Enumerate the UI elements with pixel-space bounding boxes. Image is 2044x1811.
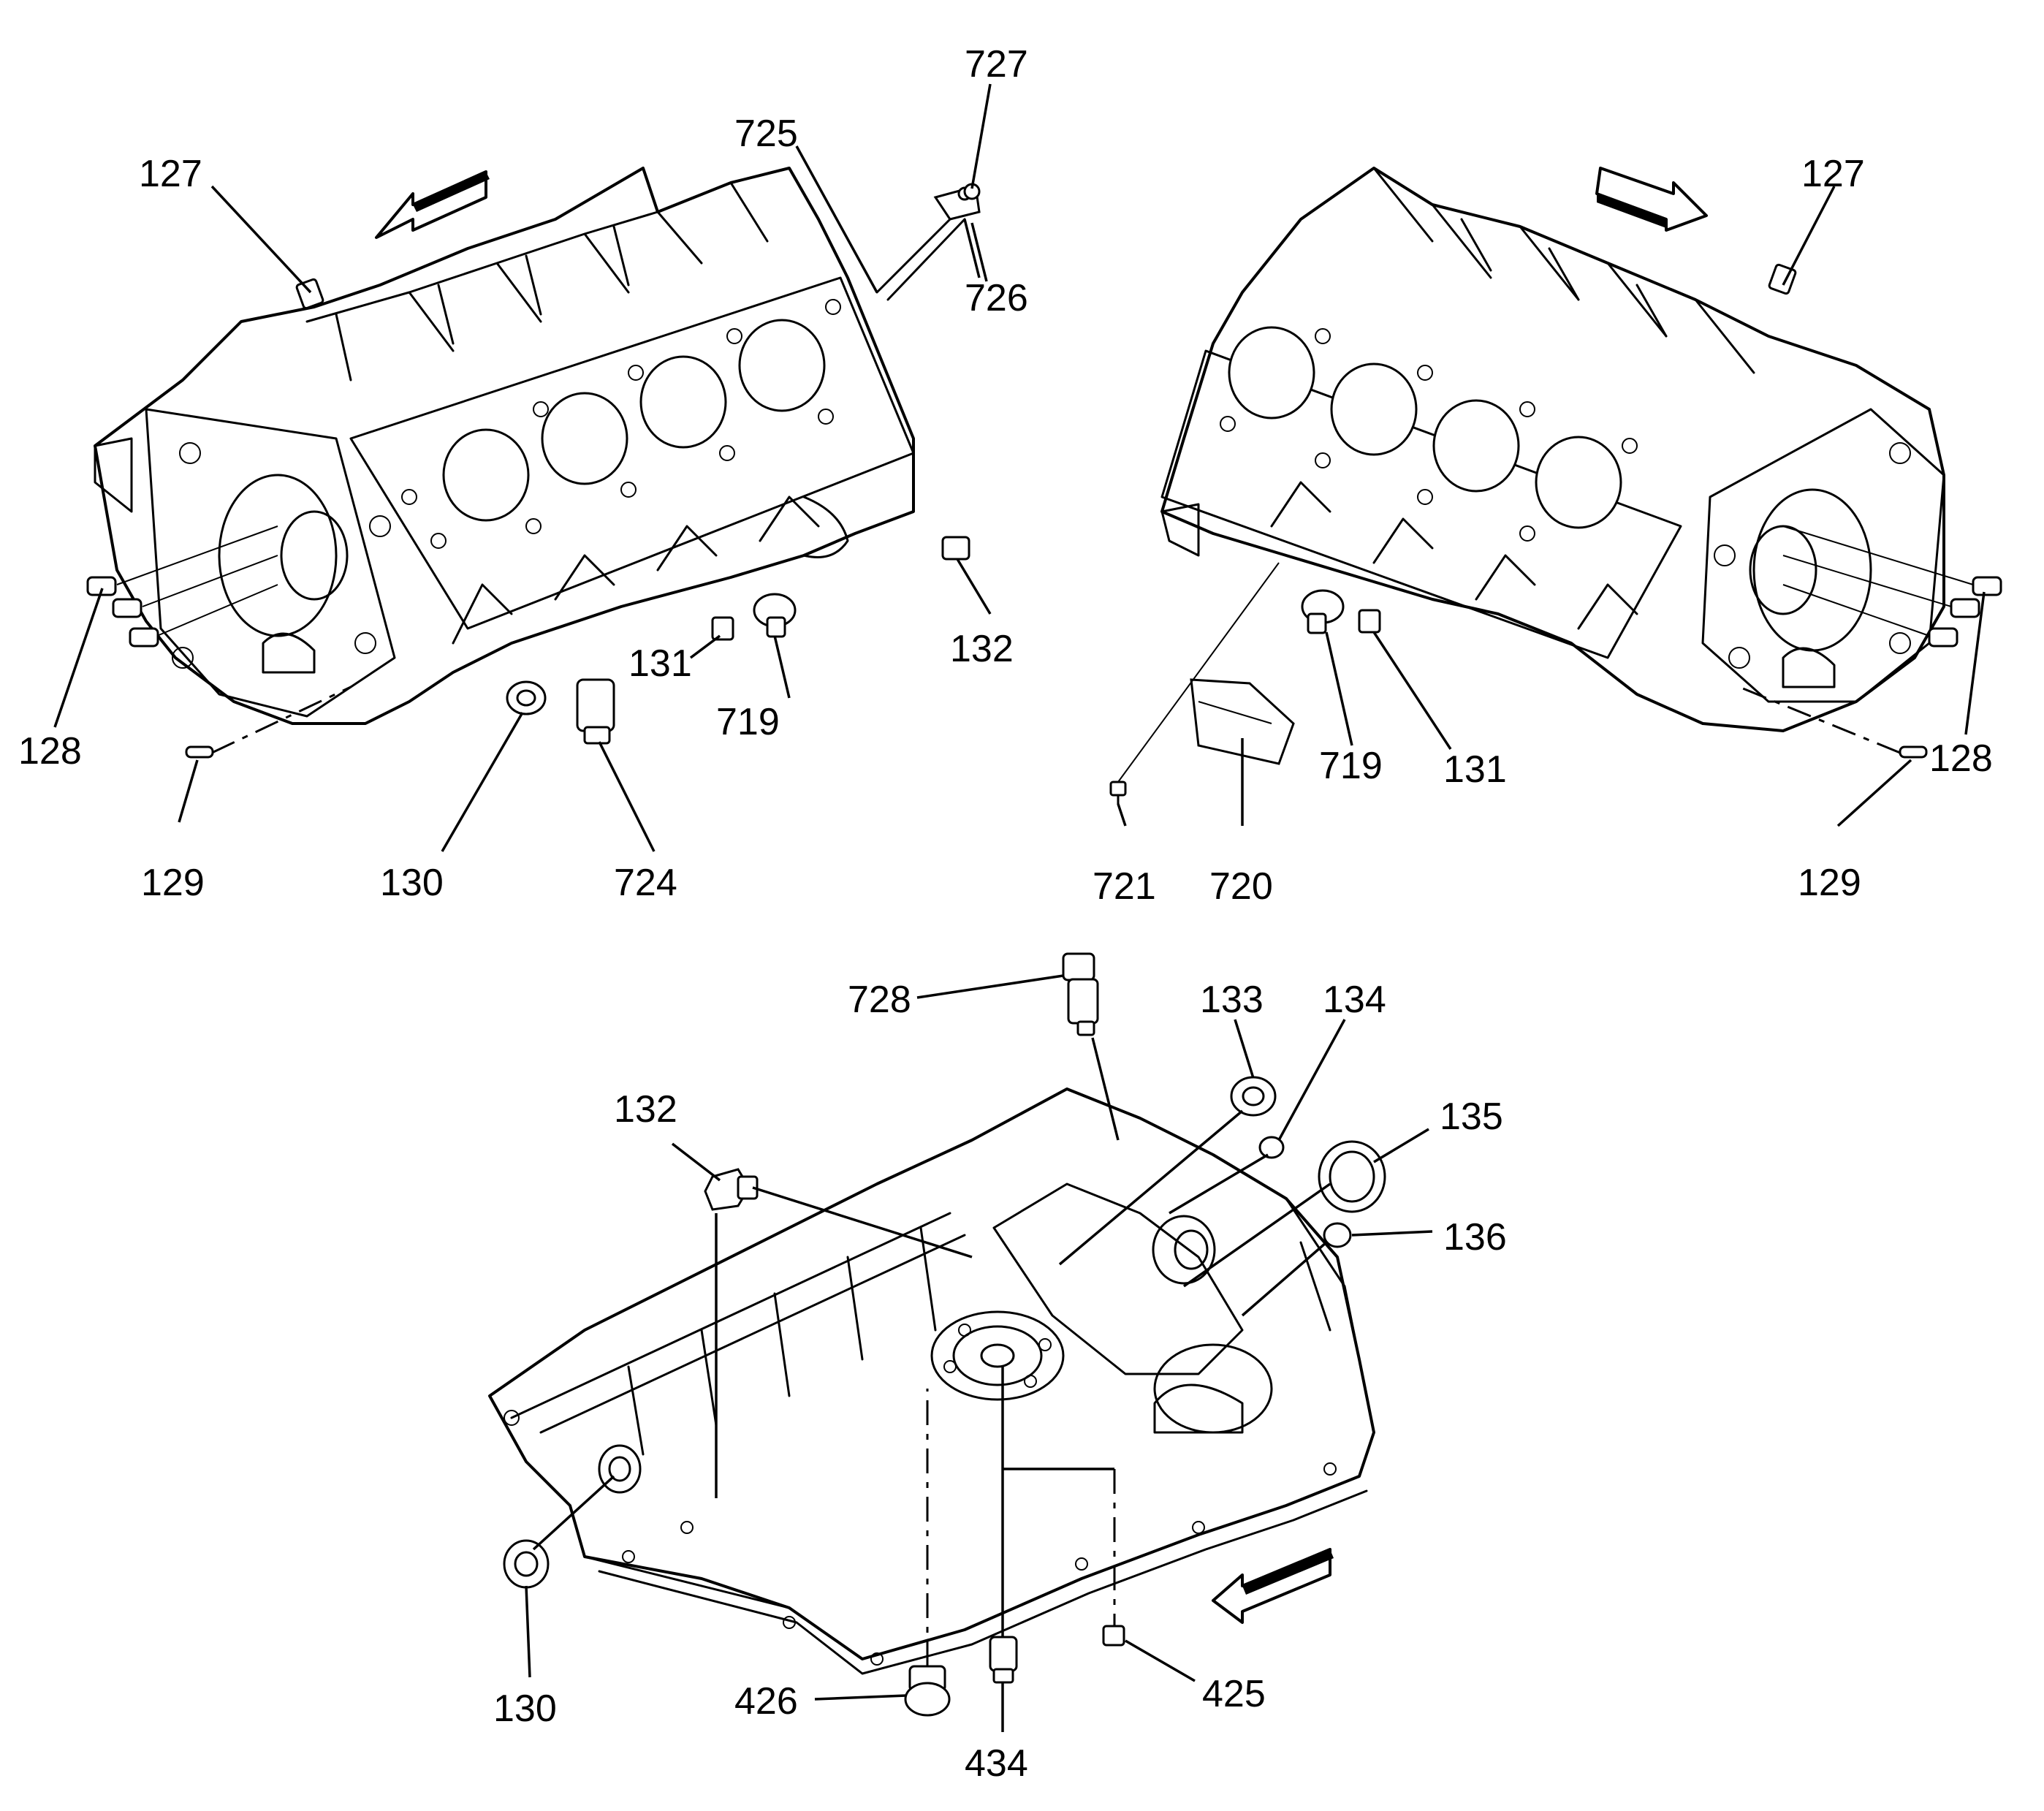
- direction-arrow-icon: [1212, 1548, 1334, 1624]
- callout-719-right: 719: [1319, 745, 1383, 787]
- callout-131-left: 131: [628, 642, 692, 685]
- callout-726: 726: [965, 277, 1028, 319]
- callout-719-left: 719: [716, 701, 780, 743]
- callout-130-left: 130: [380, 862, 444, 904]
- right-view-labels: 127 128 129 719 131 721 720: [1093, 153, 1993, 908]
- callout-721: 721: [1093, 865, 1156, 908]
- callout-134: 134: [1323, 979, 1386, 1021]
- right-engine-block: [1160, 167, 1945, 732]
- bottom-engine-block: [488, 1087, 1375, 1675]
- callout-130-bottom: 130: [493, 1687, 557, 1730]
- callout-425: 425: [1202, 1673, 1266, 1715]
- callout-725: 725: [734, 113, 798, 155]
- callout-128-left: 128: [18, 730, 82, 772]
- left-view-leaders: [53, 83, 992, 852]
- callout-434: 434: [965, 1742, 1028, 1785]
- callout-724: 724: [614, 862, 677, 904]
- callout-136: 136: [1443, 1216, 1507, 1258]
- direction-arrow-icon: [1595, 167, 1708, 232]
- left-engine-block: [94, 167, 915, 725]
- callout-128-right: 128: [1929, 737, 1993, 780]
- left-view-labels: 127 725 727 726 128 129 130 724 131 719 …: [18, 43, 1028, 904]
- callout-129-left: 129: [141, 862, 205, 904]
- callout-426: 426: [734, 1680, 798, 1723]
- callout-132-left: 132: [950, 628, 1014, 670]
- right-view-parts: [1109, 263, 2002, 805]
- callout-720: 720: [1209, 865, 1273, 908]
- callout-131-right: 131: [1443, 748, 1507, 791]
- callout-135: 135: [1440, 1096, 1503, 1138]
- right-view-leaders: [1117, 186, 1986, 827]
- callout-127-left: 127: [139, 153, 202, 195]
- bottom-view-parts: [503, 952, 1386, 1717]
- callout-132-bottom: 132: [614, 1088, 677, 1131]
- callout-727: 727: [965, 43, 1028, 86]
- direction-arrow-icon: [375, 170, 490, 239]
- left-view-parts: [86, 183, 981, 759]
- bottom-view-leaders: [525, 974, 1433, 1732]
- callout-728: 728: [848, 979, 911, 1021]
- callout-133: 133: [1200, 979, 1264, 1021]
- callout-127-right: 127: [1801, 153, 1865, 195]
- bottom-view-labels: 728 133 134 135 136 132 130 426 434 425: [493, 979, 1507, 1785]
- callout-129-right: 129: [1798, 862, 1861, 904]
